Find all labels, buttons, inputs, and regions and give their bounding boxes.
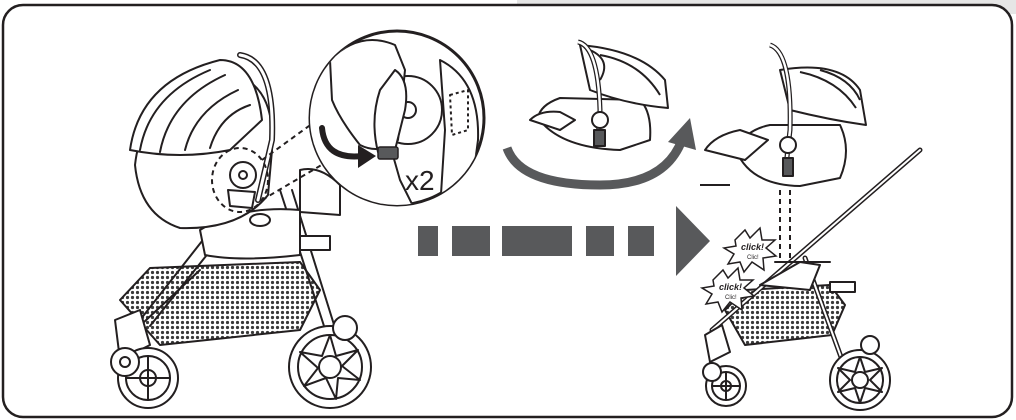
rear-wheel-icon — [830, 350, 890, 410]
arrow-dash — [418, 226, 438, 256]
click-sublabel: Clic! — [725, 295, 737, 301]
arrow-dash — [452, 226, 490, 256]
click-sublabel: Clic! — [747, 255, 759, 261]
rear-wheel-icon — [289, 326, 371, 408]
press-count-label: x2 — [405, 165, 435, 196]
arrow-dash — [628, 226, 654, 256]
arrow-dash — [586, 226, 614, 256]
release-button-icon — [378, 147, 398, 159]
click-label: click! — [719, 282, 742, 292]
click-label: click! — [741, 242, 764, 252]
arrow-dash — [502, 226, 572, 256]
